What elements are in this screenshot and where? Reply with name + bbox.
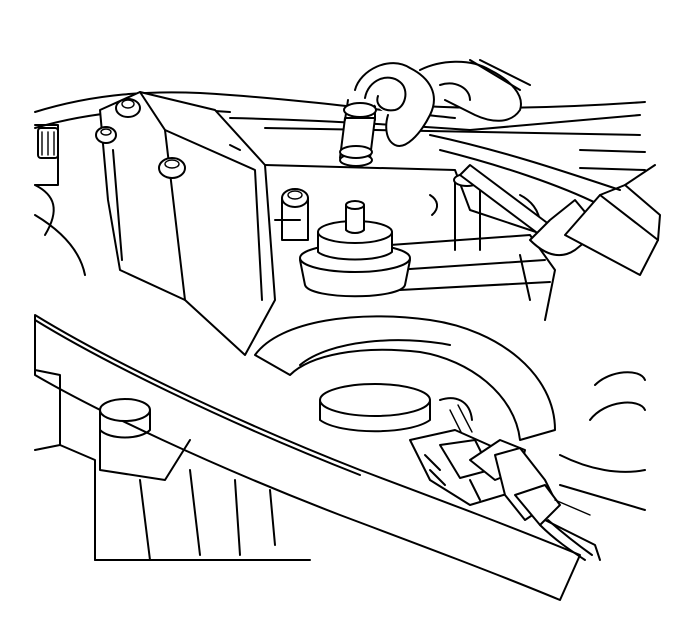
lower-bolt-boss xyxy=(99,398,151,422)
electrical-connector xyxy=(409,429,593,561)
fuel-pressure-regulator xyxy=(299,200,411,298)
engine-block xyxy=(264,164,561,321)
cover-bolt-2 xyxy=(95,126,117,144)
lower-right-components xyxy=(439,371,646,561)
screwdriver-tool xyxy=(459,164,661,276)
lower-block xyxy=(34,369,311,561)
vacuum-hose-fitting xyxy=(339,99,377,167)
technician-hand xyxy=(354,59,531,147)
pipe-flange xyxy=(319,383,431,417)
intake-pipe xyxy=(254,315,556,441)
cover-bolt-3 xyxy=(158,157,186,179)
front-crossing-hose xyxy=(34,314,581,601)
left-bracket xyxy=(34,124,86,276)
valve-cover xyxy=(95,91,276,356)
block-bolt xyxy=(281,188,309,241)
cover-bolt-1 xyxy=(115,98,141,118)
